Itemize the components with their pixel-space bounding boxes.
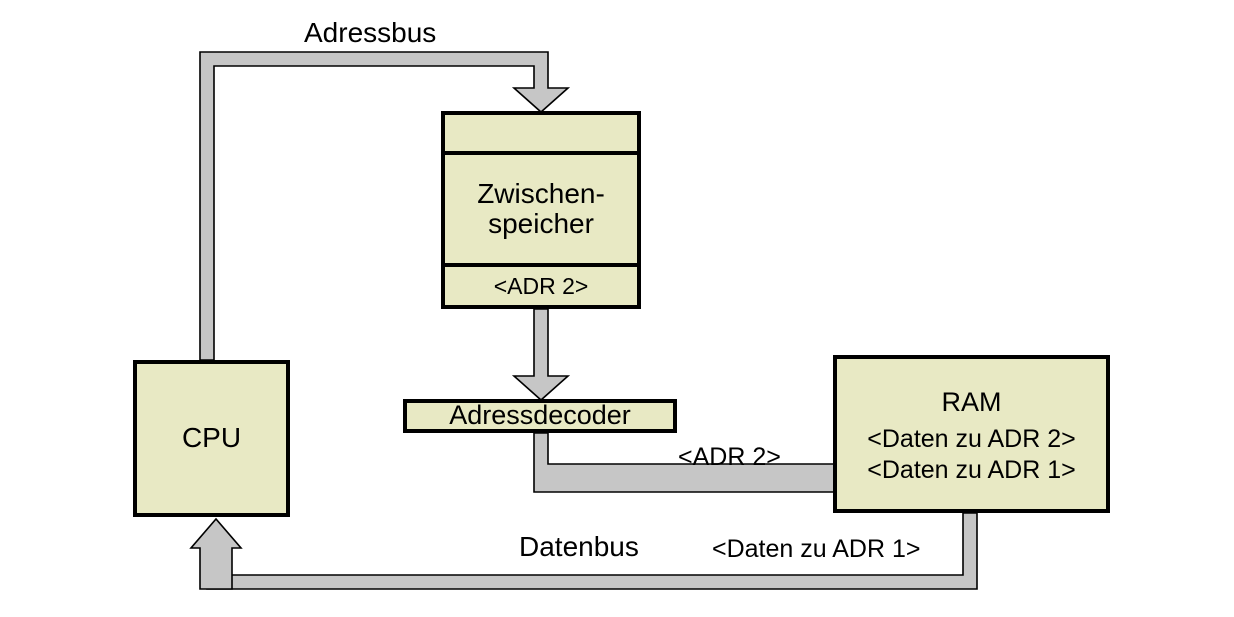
zwischenspeicher-cell-top [445,115,637,155]
node-adressdecoder[interactable]: Adressdecoder [403,399,677,433]
adressdecoder-label: Adressdecoder [449,400,631,431]
decoder-to-ram-label: <ADR 2> [678,443,781,471]
ram-row-0: <Daten zu ADR 2> [867,425,1076,453]
adressbus-path [199,51,571,361]
datenbus-label: Datenbus [519,531,639,562]
node-cpu[interactable]: CPU [133,360,290,517]
ram-row-1: <Daten zu ADR 1> [867,455,1076,484]
zwischenspeicher-cell-bottom: <ADR 2> [445,267,637,305]
ram-title: RAM [941,387,1002,417]
datenbus-payload-label: <Daten zu ADR 1> [712,535,921,563]
zwischenspeicher-to-decoder-path [511,308,571,402]
cpu-label: CPU [181,422,242,454]
node-ram[interactable]: RAM <Daten zu ADR 2> <Daten zu ADR 1> [833,355,1110,513]
node-zwischenspeicher[interactable]: Zwischen- speicher <ADR 2> [441,111,641,309]
datenbus-arrow-into-cpu [189,517,243,590]
zwischenspeicher-cell-middle: Zwischen- speicher [445,155,637,267]
adressbus-label: Adressbus [304,17,437,48]
